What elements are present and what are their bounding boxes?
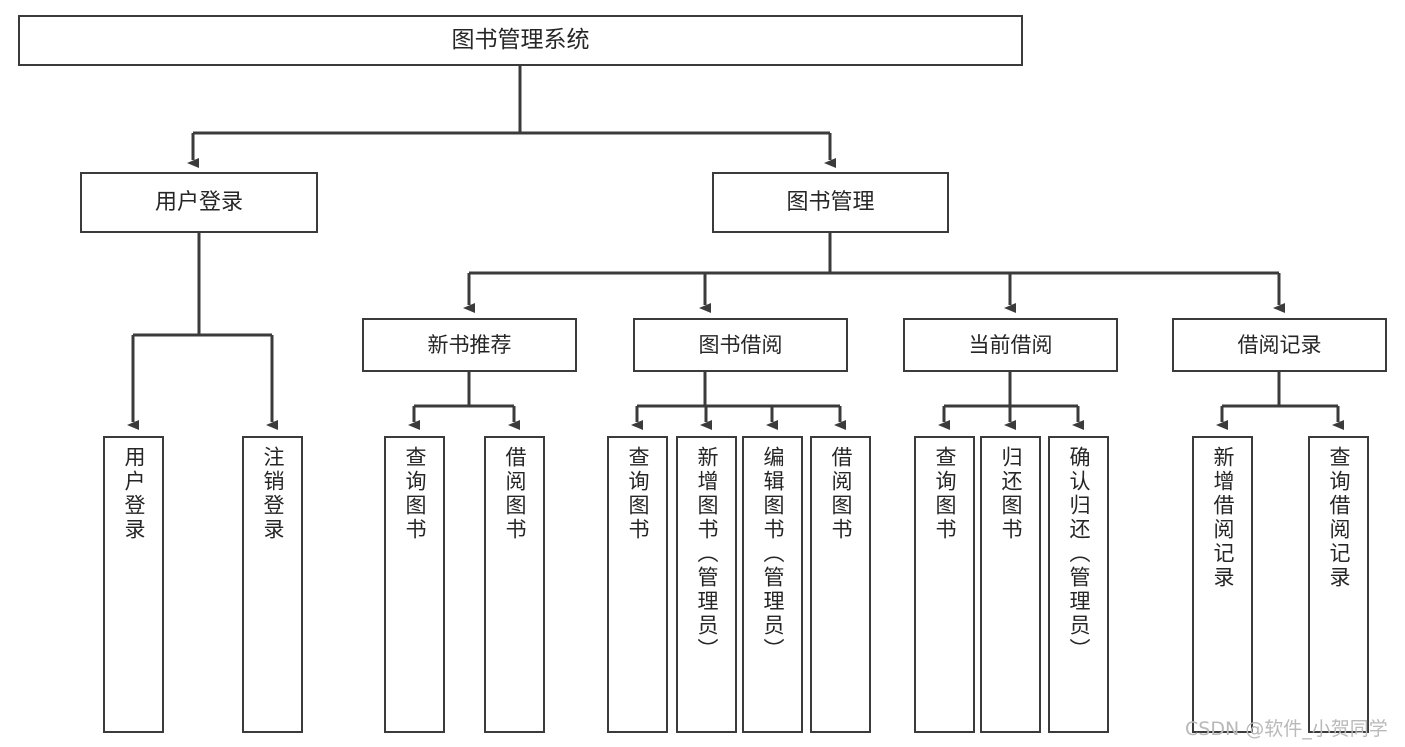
node-label: 新书推荐 (427, 332, 512, 357)
node-label: 图书管理系统 (451, 26, 590, 53)
node-book-borrow[interactable]: 图书借阅 (633, 318, 848, 372)
leaf-borrow-edit-book[interactable]: 编辑图书（管理员） (742, 436, 803, 733)
node-label: 用户登录 (154, 189, 243, 215)
node-label: 查询图书 (403, 446, 427, 542)
leaf-borrow-borrow-book[interactable]: 借阅图书 (810, 436, 871, 733)
node-label: 图书借阅 (698, 332, 783, 357)
node-label: 借阅图书 (829, 446, 853, 542)
node-label: 新增图书（管理员） (695, 446, 719, 662)
node-current-borrow[interactable]: 当前借阅 (903, 318, 1118, 372)
node-label: 当前借阅 (968, 332, 1053, 357)
node-new-book-recommend[interactable]: 新书推荐 (362, 318, 577, 372)
watermark: CSDN @软件_小贺同学 (1185, 718, 1388, 740)
leaf-new-book-query[interactable]: 查询图书 (384, 436, 445, 733)
leaf-current-confirm-return[interactable]: 确认归还（管理员） (1048, 436, 1109, 733)
node-label: 借阅图书 (503, 446, 527, 542)
node-label: 编辑图书（管理员） (761, 446, 785, 662)
node-label: 图书管理 (786, 189, 875, 215)
node-book-management[interactable]: 图书管理 (712, 172, 949, 233)
node-label: 查询借阅记录 (1327, 446, 1351, 590)
leaf-borrow-query-book[interactable]: 查询图书 (607, 436, 668, 733)
node-user-login[interactable]: 用户登录 (80, 172, 318, 233)
node-label: 用户登录 (122, 446, 146, 542)
leaf-record-query[interactable]: 查询借阅记录 (1308, 436, 1369, 733)
leaf-current-query-book[interactable]: 查询图书 (914, 436, 975, 733)
node-label: 查询图书 (933, 446, 957, 542)
leaf-current-return-book[interactable]: 归还图书 (980, 436, 1041, 733)
node-label: 注销登录 (261, 446, 285, 542)
node-root-system[interactable]: 图书管理系统 (18, 15, 1023, 66)
node-label: 归还图书 (999, 446, 1023, 542)
leaf-user-login-login[interactable]: 用户登录 (103, 436, 164, 733)
leaf-user-login-logout[interactable]: 注销登录 (242, 436, 303, 733)
node-label: 借阅记录 (1237, 332, 1322, 357)
leaf-new-book-borrow[interactable]: 借阅图书 (484, 436, 545, 733)
leaf-record-add[interactable]: 新增借阅记录 (1192, 436, 1253, 733)
node-borrow-record[interactable]: 借阅记录 (1172, 318, 1387, 372)
node-label: 确认归还（管理员） (1067, 446, 1091, 662)
node-label: 新增借阅记录 (1211, 446, 1235, 590)
leaf-borrow-add-book[interactable]: 新增图书（管理员） (676, 436, 737, 733)
node-label: 查询图书 (626, 446, 650, 542)
